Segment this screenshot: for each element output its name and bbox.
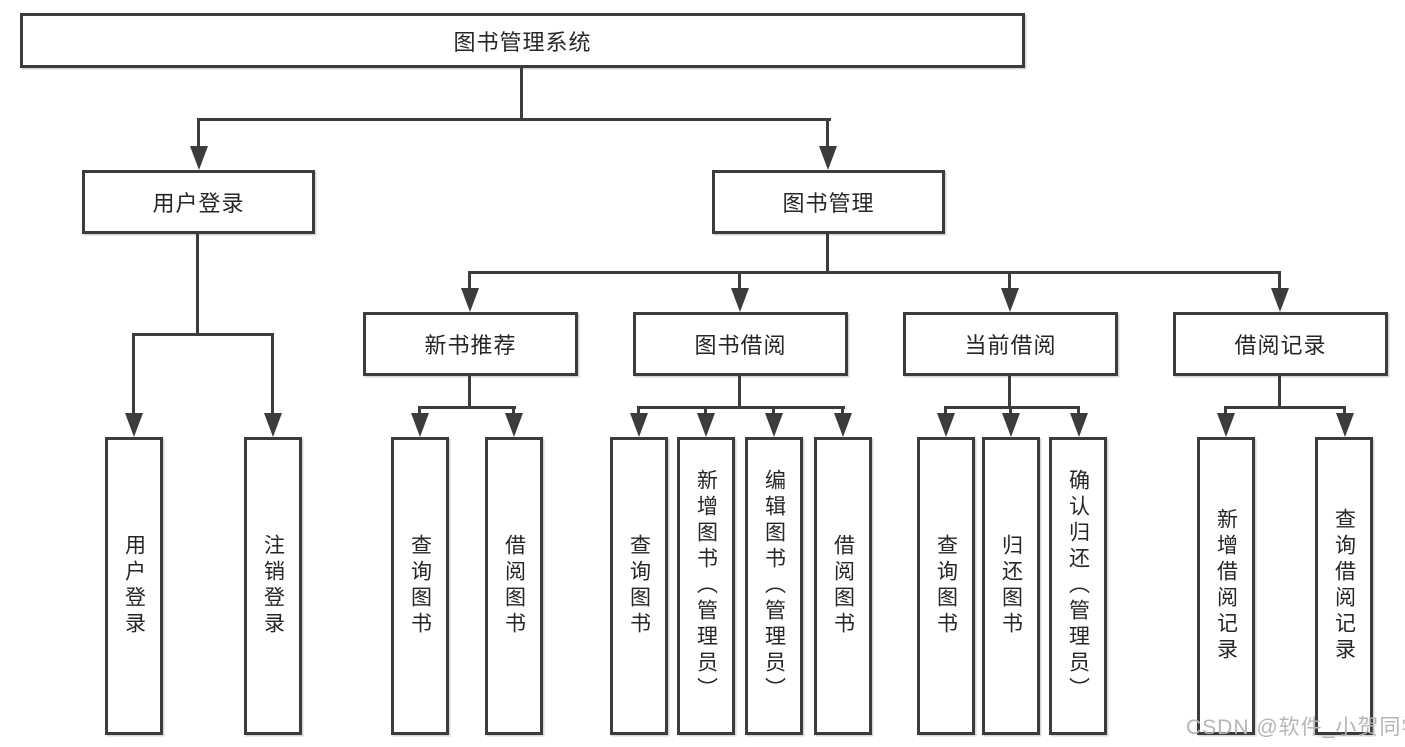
connector-shaft: [197, 118, 200, 148]
arrow-down-icon: [630, 413, 648, 437]
leaf-return-books: 归还图书: [982, 437, 1040, 735]
node-label: 图书管理: [782, 191, 875, 216]
leaf-add-borrow-record: 新增借阅记录: [1197, 437, 1255, 735]
connector-current-bus: [944, 406, 1080, 409]
connector-shaft: [738, 271, 741, 291]
arrow-down-icon: [125, 413, 143, 437]
connector-level2-bus: [197, 118, 831, 121]
connector-shaft: [1224, 406, 1227, 416]
node-user-login: 用户登录: [82, 170, 315, 234]
arrow-down-icon: [264, 413, 282, 437]
leaf-borrow-books-recommend: 借阅图书: [485, 437, 543, 735]
connector-current-stem: [1008, 376, 1011, 408]
connector-login-stem: [196, 234, 199, 335]
leaf-label: 编辑图书（管理员）: [762, 469, 786, 703]
arrow-down-icon: [765, 413, 783, 437]
node-borrowing-records: 借阅记录: [1173, 312, 1388, 376]
leaf-label: 借阅图书: [831, 534, 855, 638]
connector-login-bus: [132, 333, 274, 336]
connector-shaft: [132, 333, 135, 415]
arrow-down-icon: [1070, 413, 1088, 437]
arrow-down-icon: [731, 288, 749, 312]
node-label: 图书借阅: [694, 333, 787, 358]
connector-shaft: [1009, 406, 1012, 416]
node-book-borrowing: 图书借阅: [633, 312, 848, 376]
connector-level3-bus: [468, 271, 1281, 274]
node-label: 当前借阅: [964, 333, 1057, 358]
leaf-label: 新增借阅记录: [1214, 508, 1238, 664]
leaf-label: 查询借阅记录: [1332, 508, 1356, 664]
connector-shaft: [271, 333, 274, 415]
arrow-down-icon: [411, 413, 429, 437]
connector-shaft: [1077, 406, 1080, 416]
leaf-label: 查询图书: [934, 534, 958, 638]
arrow-down-icon: [461, 288, 479, 312]
leaf-edit-book-admin: 编辑图书（管理员）: [745, 437, 803, 735]
leaf-label: 用户登录: [122, 534, 146, 638]
connector-shaft: [704, 406, 707, 416]
arrow-down-icon: [1001, 288, 1019, 312]
leaf-confirm-return-admin: 确认归还（管理员）: [1049, 437, 1107, 735]
connector-shaft: [1008, 271, 1011, 291]
leaf-label: 注销登录: [261, 534, 285, 638]
leaf-borrow-books-borrow: 借阅图书: [814, 437, 872, 735]
connector-shaft: [1278, 271, 1281, 291]
connector-shaft: [468, 271, 471, 291]
leaf-label: 新增图书（管理员）: [694, 469, 718, 703]
connector-records-bus: [1224, 406, 1346, 409]
node-label: 用户登录: [152, 191, 245, 216]
node-library-management-system: 图书管理系统: [20, 13, 1025, 68]
connector-shaft: [637, 406, 640, 416]
node-current-borrowing: 当前借阅: [903, 312, 1118, 376]
node-book-management: 图书管理: [712, 170, 945, 234]
node-label: 新书推荐: [424, 333, 517, 358]
arrow-down-icon: [697, 413, 715, 437]
connector-borrow-bus: [637, 406, 845, 409]
node-label: 图书管理系统: [453, 29, 592, 55]
arrow-down-icon: [834, 413, 852, 437]
arrow-down-icon: [819, 146, 837, 170]
connector-borrow-stem: [738, 376, 741, 408]
connector-shaft: [418, 406, 421, 416]
connector-shaft: [772, 406, 775, 416]
arrow-down-icon: [505, 413, 523, 437]
leaf-logout: 注销登录: [244, 437, 302, 735]
leaf-query-books-borrow: 查询图书: [610, 437, 668, 735]
leaf-query-books-current: 查询图书: [917, 437, 975, 735]
arrow-down-icon: [937, 413, 955, 437]
connector-shaft: [944, 406, 947, 416]
leaf-label: 查询图书: [408, 534, 432, 638]
leaf-query-books-recommend: 查询图书: [391, 437, 449, 735]
connector-shaft: [826, 118, 829, 148]
connector-records-stem: [1278, 376, 1281, 408]
leaf-query-borrow-record: 查询借阅记录: [1315, 437, 1373, 735]
arrow-down-icon: [1217, 413, 1235, 437]
node-label: 借阅记录: [1234, 333, 1327, 358]
leaf-label: 归还图书: [999, 534, 1023, 638]
connector-root-stem: [520, 68, 523, 120]
arrow-down-icon: [190, 146, 208, 170]
arrow-down-icon: [1002, 413, 1020, 437]
leaf-label: 查询图书: [627, 534, 651, 638]
leaf-user-login: 用户登录: [105, 437, 163, 735]
node-new-book-recommendation: 新书推荐: [363, 312, 578, 376]
leaf-label: 借阅图书: [502, 534, 526, 638]
connector-shaft: [512, 406, 515, 416]
connector-recommend-stem: [468, 376, 471, 408]
connector-management-stem: [826, 234, 829, 274]
leaf-label: 确认归还（管理员）: [1066, 469, 1090, 703]
leaf-add-book-admin: 新增图书（管理员）: [677, 437, 735, 735]
arrow-down-icon: [1271, 288, 1289, 312]
arrow-down-icon: [1336, 413, 1354, 437]
csdn-watermark: CSDN @软件_小贺同学: [1186, 716, 1405, 739]
connector-shaft: [1343, 406, 1346, 416]
connector-recommend-bus: [418, 406, 516, 409]
connector-shaft: [841, 406, 844, 416]
